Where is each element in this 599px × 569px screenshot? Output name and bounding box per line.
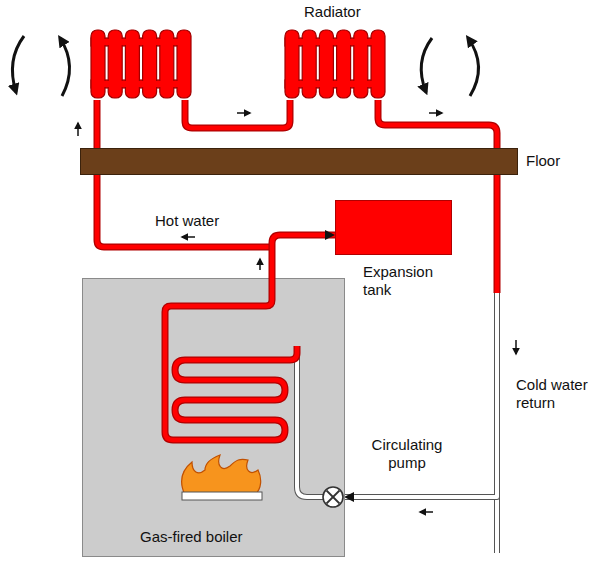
radiator: Radiator xyxy=(282,28,386,100)
shape-art xyxy=(322,486,344,508)
flow-label: Cold water return xyxy=(516,376,594,412)
gas-fired-boiler: Gas-fired boiler xyxy=(82,278,345,557)
gas-fired-boiler-label: Gas-fired boiler xyxy=(140,528,243,546)
shape-art-use xyxy=(323,487,343,507)
label-wrap: Cold water return xyxy=(516,376,594,412)
convection-arrow xyxy=(12,36,24,92)
convection-arrow xyxy=(468,38,479,96)
arrow-head xyxy=(344,492,354,502)
flow-arrow xyxy=(237,112,250,114)
flow-arrow xyxy=(420,511,433,513)
expansion-tank: Expansion tank xyxy=(335,200,452,255)
convection-arrow xyxy=(421,38,432,92)
shape-art-use xyxy=(285,30,385,98)
shape-art xyxy=(282,28,386,100)
flow-label: Hot water xyxy=(155,212,219,230)
floor-band-label: Floor xyxy=(526,152,560,170)
drain-pipe-outline xyxy=(494,497,500,553)
pipe-connector xyxy=(272,230,335,278)
radiator-link-pipe xyxy=(185,100,290,128)
convection-arrow xyxy=(60,38,70,96)
radiator-link-pipe-outline xyxy=(185,100,290,128)
circulating-pump-label: Circulating pump xyxy=(364,436,450,472)
expansion-tank-label: Expansion tank xyxy=(363,263,443,299)
pipe-outline xyxy=(272,235,335,278)
drain-pipe xyxy=(495,499,499,553)
flow-arrow xyxy=(429,112,442,114)
label-wrap: Hot water xyxy=(155,212,219,230)
shape-art xyxy=(82,278,345,557)
flow-arrow xyxy=(182,236,195,238)
circulating-pump: Circulating pump xyxy=(322,486,344,508)
shape-art-use xyxy=(83,278,345,557)
flow-arrow xyxy=(77,123,79,136)
floor-band: Floor xyxy=(80,148,518,175)
radiator xyxy=(91,30,191,98)
pipe xyxy=(344,293,497,497)
arrow-head xyxy=(325,230,335,240)
pipe-outline xyxy=(344,293,497,497)
pipe xyxy=(272,235,335,278)
flow-arrow xyxy=(515,340,517,354)
flow-arrow xyxy=(259,259,261,270)
radiator-label: Radiator xyxy=(304,3,361,21)
